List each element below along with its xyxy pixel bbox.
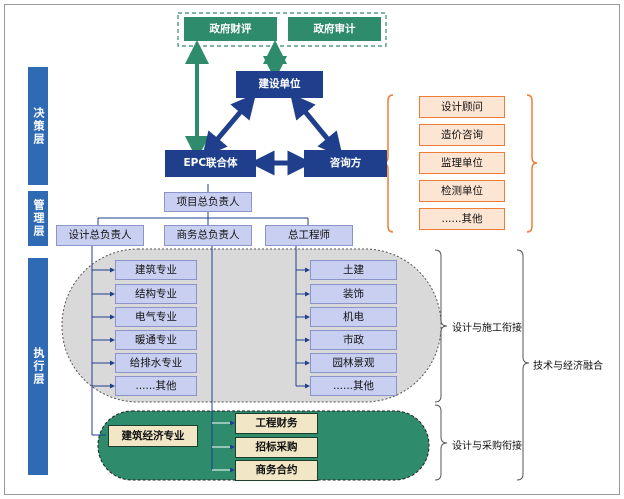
chief-engineer-box[interactable]: 总工程师 <box>265 225 353 246</box>
brace-tech-econ <box>516 249 530 481</box>
construction-specialty-item[interactable]: 装饰 <box>310 284 397 304</box>
arch-econ-box[interactable]: 建筑经济专业 <box>108 425 198 447</box>
design-specialty-item[interactable]: 建筑专业 <box>115 260 197 280</box>
business-lead-box[interactable]: 商务总负责人 <box>164 225 252 246</box>
gov-review-box[interactable]: 政府财评 <box>184 17 277 41</box>
consult-item[interactable]: 设计顾问 <box>419 96 505 118</box>
construction-specialty-item[interactable]: 园林景观 <box>310 353 397 373</box>
design-specialty-item[interactable]: ......其他 <box>115 376 197 396</box>
construction-specialty-item[interactable]: 机电 <box>310 307 397 327</box>
design-lead-box[interactable]: 设计总负责人 <box>56 225 144 246</box>
econ-item[interactable]: 招标采购 <box>235 437 318 458</box>
construction-specialty-item[interactable]: 市政 <box>310 330 397 350</box>
layer-execution: 执行层 <box>28 258 48 475</box>
design-specialty-item[interactable]: 给排水专业 <box>115 353 197 373</box>
consult-item[interactable]: 检测单位 <box>419 180 505 202</box>
layer-management: 管理层 <box>28 191 48 246</box>
design-specialty-item[interactable]: 暖通专业 <box>115 330 197 350</box>
project-lead-box[interactable]: 项目总负责人 <box>164 192 252 212</box>
label-design-procurement: 设计与采购衔接 <box>452 441 522 452</box>
econ-item[interactable]: 商务合约 <box>235 460 318 481</box>
consult-item[interactable]: 监理单位 <box>419 152 505 174</box>
consultant-box[interactable]: 咨询方 <box>304 150 387 177</box>
brace-design-procurement <box>434 404 448 481</box>
label-tech-econ: 技术与经济融合 <box>533 361 603 372</box>
outer-frame <box>4 4 620 495</box>
design-specialty-item[interactable]: 电气专业 <box>115 307 197 327</box>
design-specialty-item[interactable]: 结构专业 <box>115 284 197 304</box>
owner-epc-arrow <box>201 93 257 158</box>
layer-decision: 决策层 <box>28 67 48 185</box>
label-design-construction: 设计与施工衔接 <box>452 323 522 334</box>
construction-specialty-item[interactable]: ......其他 <box>310 376 397 396</box>
owner-consultant-arrow <box>290 93 343 158</box>
epc-box[interactable]: EPC联合体 <box>165 150 256 177</box>
consult-item[interactable]: ......其他 <box>419 208 505 230</box>
gov-audit-box[interactable]: 政府审计 <box>288 17 381 41</box>
econ-item[interactable]: 工程财务 <box>235 413 318 434</box>
consult-item[interactable]: 造价咨询 <box>419 124 505 146</box>
construction-specialty-item[interactable]: 土建 <box>310 260 397 280</box>
brace-design-construction <box>434 249 448 403</box>
owner-box[interactable]: 建设单位 <box>236 71 323 98</box>
consult-brace-right <box>526 94 538 233</box>
